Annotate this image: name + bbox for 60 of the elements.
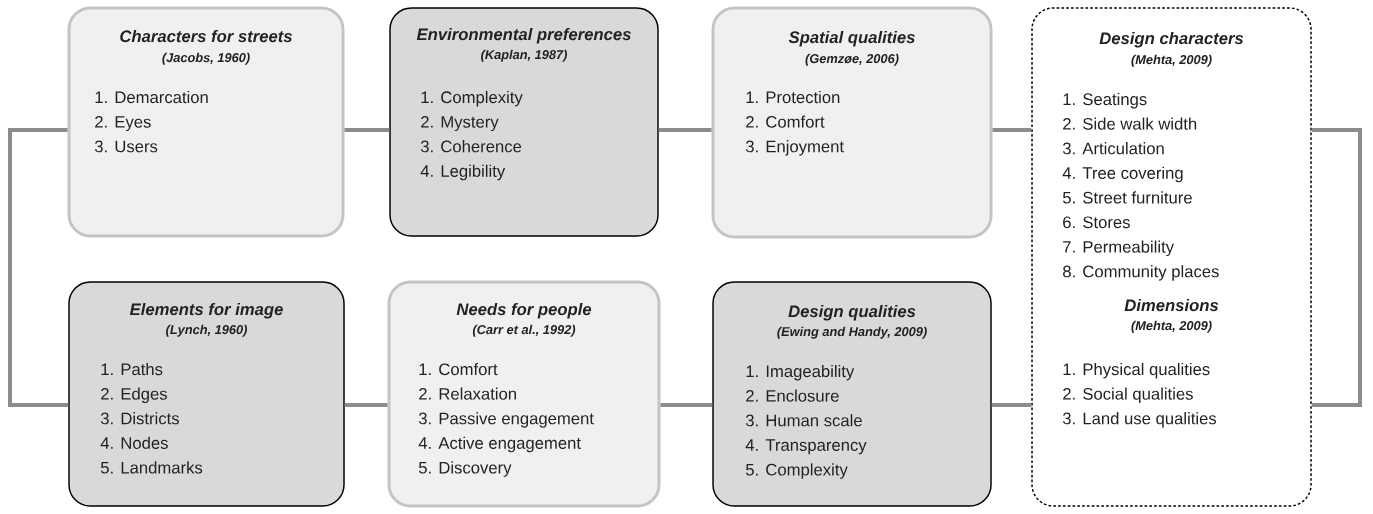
- box-title: Dimensions: [1124, 298, 1219, 312]
- list-item: 1. Protection: [746, 90, 840, 104]
- citation: (Carr et al., 1992): [472, 324, 576, 337]
- list-item: 2. Eyes: [95, 116, 151, 132]
- citation: (Gemzøe, 2006): [805, 53, 899, 66]
- list-item: 4. Tree covering: [1062, 166, 1183, 183]
- list-item: 4. Legibility: [420, 164, 506, 181]
- list-item: 8. Community places: [1063, 265, 1219, 281]
- list-item: 1. Demarcation: [95, 90, 208, 104]
- box-title: Characters for streets: [120, 29, 292, 43]
- box-title: Spatial qualities: [788, 30, 915, 47]
- list-item: 4. Active engagement: [418, 436, 581, 453]
- connector-line: [1311, 128, 1362, 407]
- list-item: 1. Comfort: [419, 362, 498, 376]
- list-item: 2. Comfort: [746, 115, 825, 128]
- list-item: 6. Stores: [1063, 216, 1130, 229]
- list-item: 3. Coherence: [420, 140, 522, 153]
- list-item: 5. Street furniture: [1062, 191, 1192, 204]
- list-item: 3. Human scale: [745, 414, 862, 427]
- list-item: 7. Permeability: [1063, 240, 1174, 257]
- list-item: 5. Discovery: [418, 461, 512, 477]
- box-title: Design qualities: [788, 304, 916, 321]
- box-title: Environmental preferences: [416, 27, 631, 44]
- list-item: 1. Complexity: [421, 90, 523, 107]
- connector-line: [658, 128, 712, 132]
- list-item: 1. Paths: [101, 362, 163, 376]
- connector-line: [8, 128, 69, 407]
- list-item: 5. Complexity: [745, 463, 848, 479]
- box-title: Elements for image: [129, 302, 283, 319]
- connector-line: [344, 403, 388, 407]
- connector-line: [344, 128, 390, 132]
- list-item: 2. Edges: [101, 387, 167, 404]
- citation: (Ewing and Handy, 2009): [777, 326, 927, 339]
- connector-line: [992, 128, 1032, 132]
- list-item: 3. Land use qualities: [1062, 412, 1217, 428]
- list-item: 3. Users: [94, 140, 158, 153]
- citation: (Mehta, 2009): [1131, 54, 1212, 67]
- list-item: 3. Articulation: [1062, 142, 1164, 155]
- citation: (Mehta, 2009): [1131, 320, 1212, 333]
- list-item: 4. Transparency: [745, 439, 867, 455]
- list-item: 3. Districts: [100, 412, 179, 425]
- list-item: 2. Mystery: [421, 116, 499, 132]
- citation: (Lynch, 1960): [166, 324, 247, 337]
- list-item: 3. Enjoyment: [745, 140, 844, 156]
- citation: (Jacobs, 1960): [162, 52, 250, 65]
- box-title: Needs for people: [456, 302, 592, 319]
- list-item: 3. Passive engagement: [418, 412, 594, 428]
- list-item: 2. Enclosure: [746, 389, 839, 402]
- citation: (Kaplan, 1987): [481, 49, 567, 62]
- connector-line: [660, 403, 713, 407]
- list-item: 1. Seatings: [1063, 92, 1147, 109]
- list-item: 1. Physical qualities: [1063, 362, 1210, 379]
- list-item: 4. Nodes: [100, 436, 168, 449]
- list-item: 5. Landmarks: [100, 461, 203, 474]
- box-title: Design characters: [1099, 31, 1244, 48]
- list-item: 2. Relaxation: [419, 387, 516, 400]
- connector-line: [991, 403, 1032, 407]
- list-item: 1. Imageability: [746, 364, 855, 381]
- list-item: 2. Side walk width: [1063, 117, 1197, 130]
- list-item: 2. Social qualities: [1063, 387, 1193, 404]
